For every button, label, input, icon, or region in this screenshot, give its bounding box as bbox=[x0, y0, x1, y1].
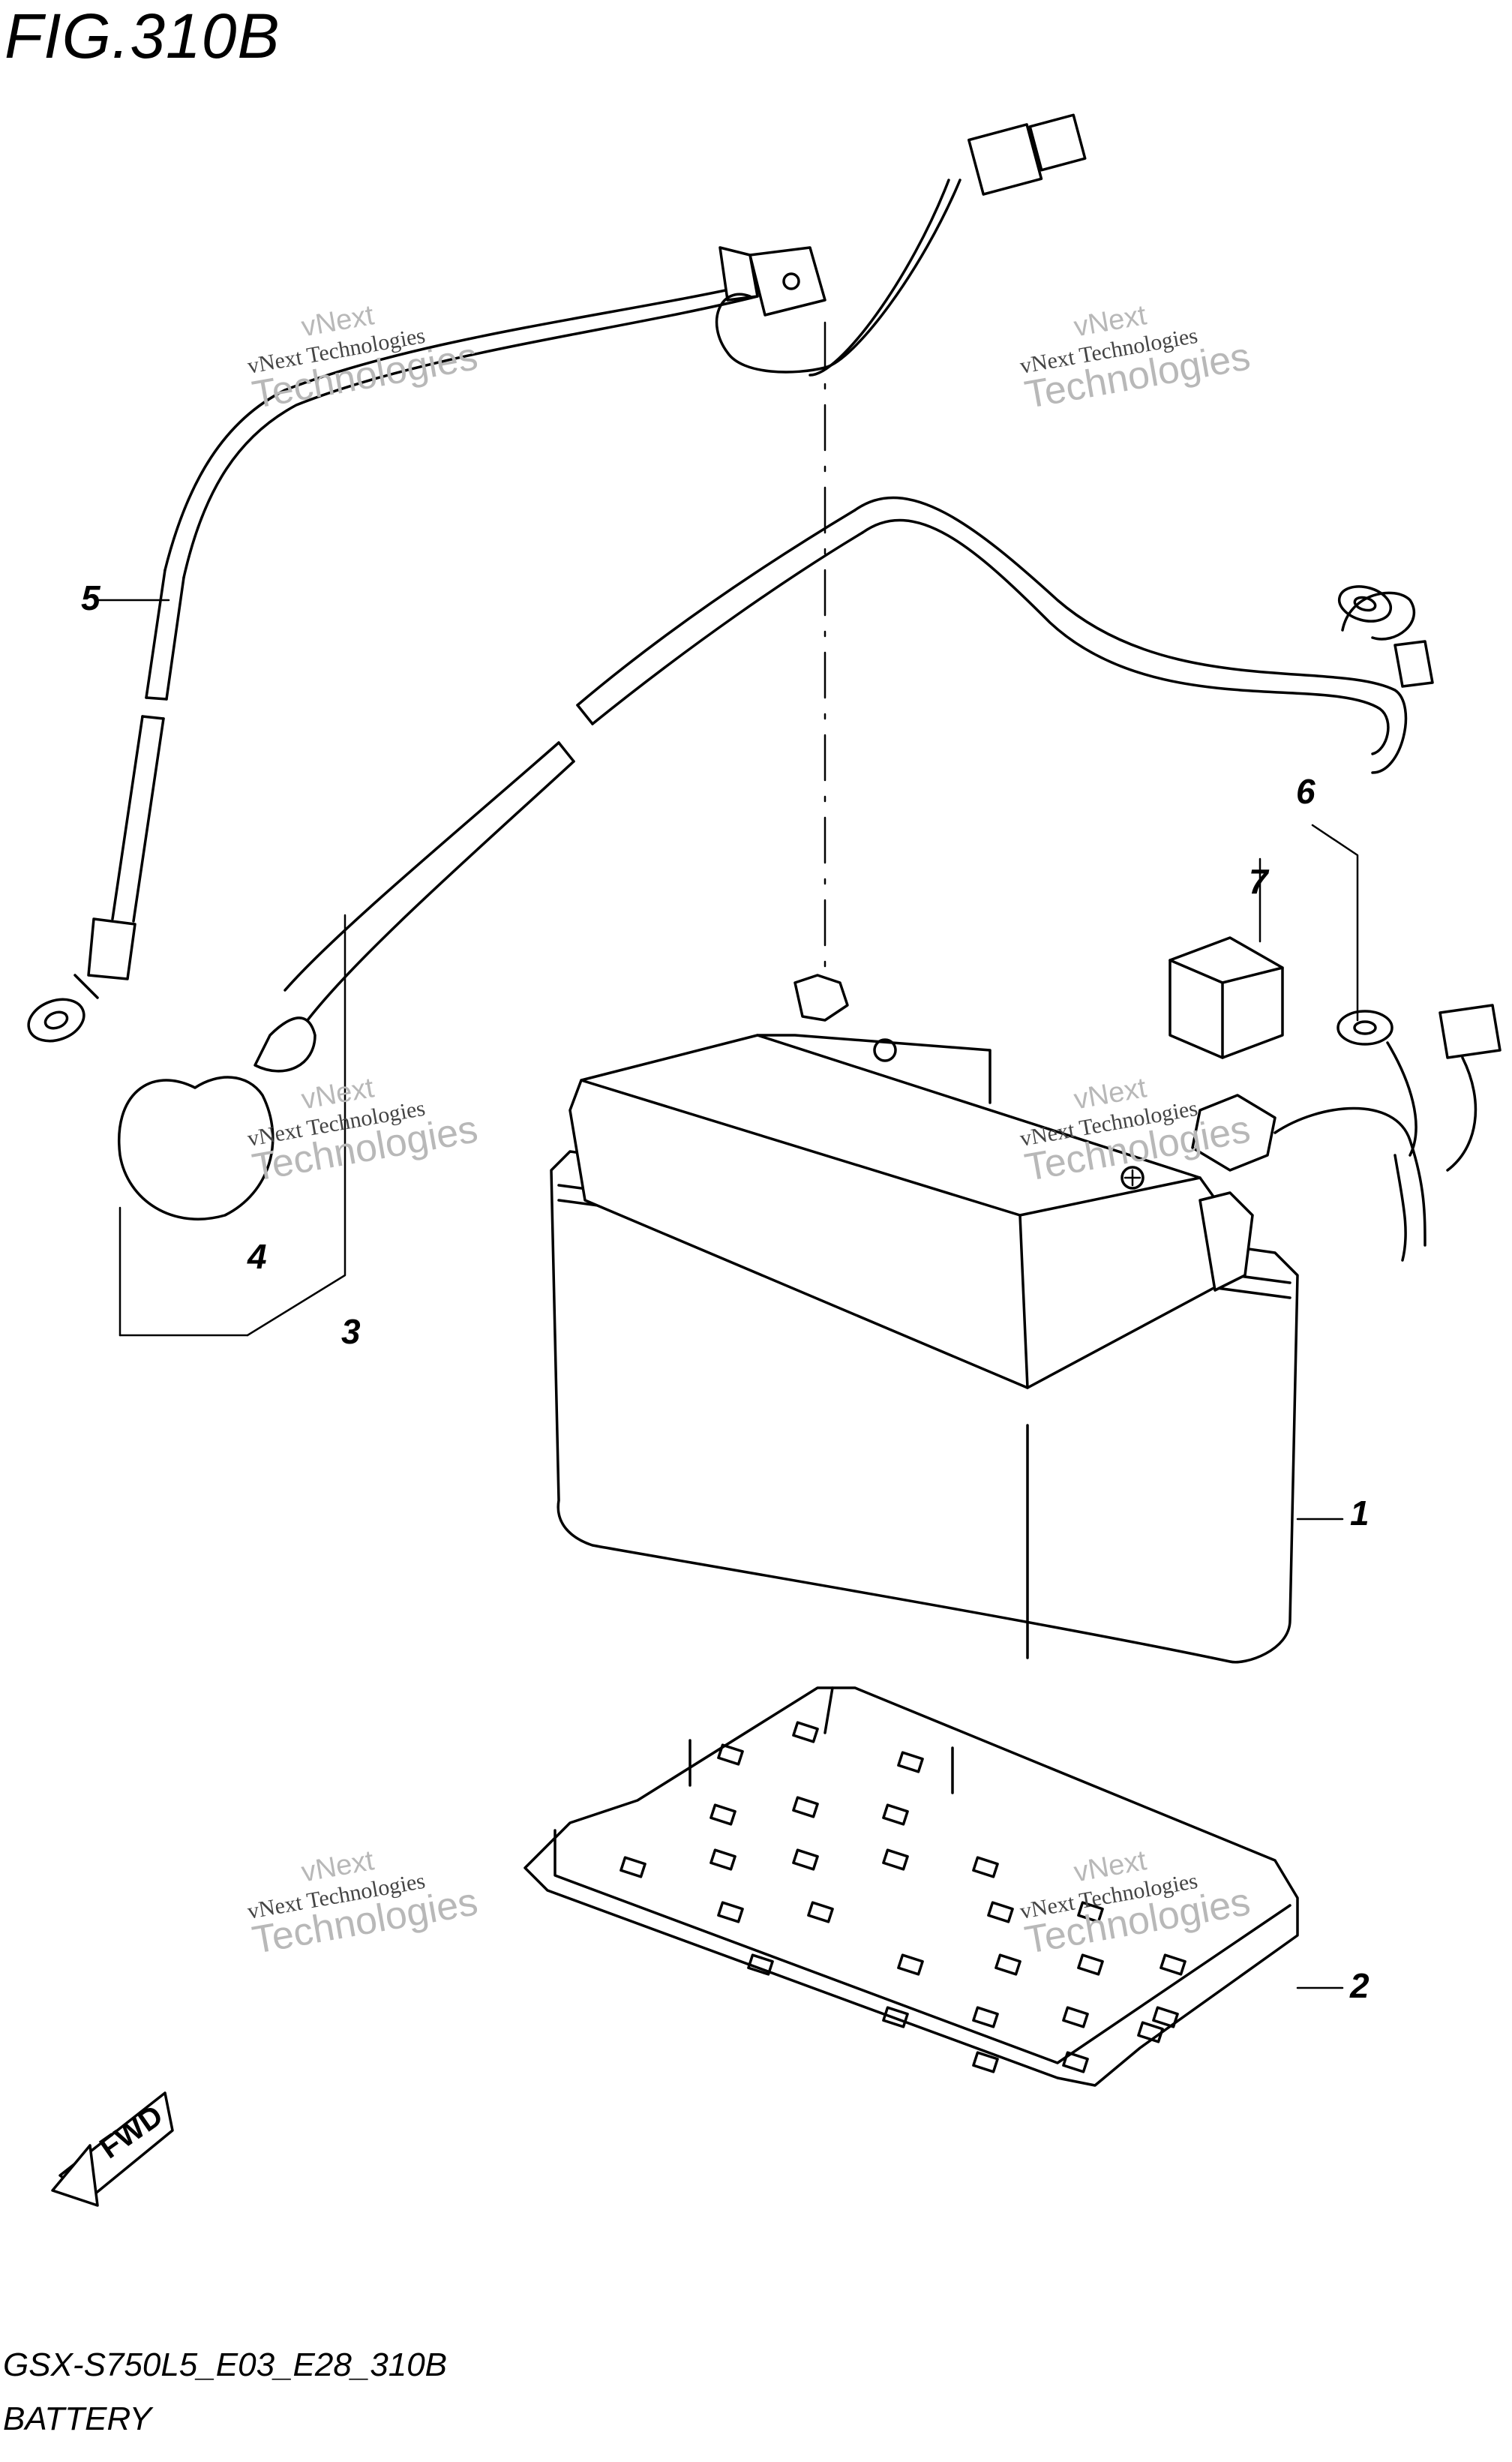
part-3-positive-cable bbox=[118, 496, 1434, 1220]
callout-4: 4 bbox=[248, 1237, 267, 1276]
figure-title: FIG.310B bbox=[4, 1, 280, 71]
callout-3: 3 bbox=[341, 1312, 361, 1351]
callout-6: 6 bbox=[1296, 772, 1316, 811]
callout-7: 7 bbox=[1249, 862, 1268, 901]
part-1-battery bbox=[550, 974, 1299, 1664]
callout-5: 5 bbox=[81, 578, 100, 617]
leader-lines bbox=[96, 599, 1359, 1989]
figure-name: BATTERY bbox=[3, 2400, 152, 2437]
callout-1: 1 bbox=[1350, 1494, 1370, 1533]
callout-2: 2 bbox=[1350, 1966, 1370, 2005]
part-2-battery-tray bbox=[524, 1686, 1299, 2087]
tray-slots bbox=[620, 1721, 1186, 2073]
figure-code: GSX-S750L5_E03_E28_310B bbox=[3, 2346, 448, 2383]
part-6-fuse-harness bbox=[1168, 936, 1502, 1262]
part-5-negative-cable bbox=[27, 113, 1087, 1043]
fwd-arrow bbox=[51, 2091, 174, 2207]
